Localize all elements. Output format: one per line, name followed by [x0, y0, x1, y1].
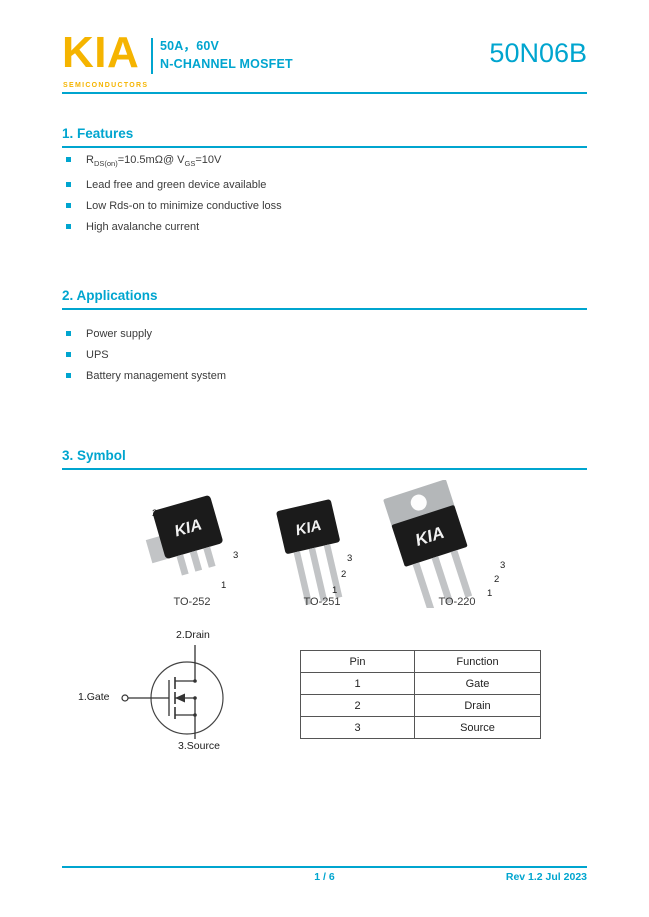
pin-number-label: 3 — [233, 550, 239, 561]
pin-number-label: 3 — [500, 560, 506, 571]
package-body — [391, 505, 468, 567]
lead — [293, 551, 313, 606]
source-line — [175, 714, 196, 739]
device-rating: 50A，60V — [160, 39, 220, 53]
feature-item-rdson: RDS(on)=10.5mΩ@ VGS=10V — [66, 154, 282, 170]
pin-function-table: Pin Function 1 Gate 2 Drain 3 Source — [300, 650, 541, 739]
pin-number-label: 2 — [494, 574, 500, 585]
package-photo-to252: KIA — [145, 495, 223, 576]
kia-logo: KIA — [62, 28, 140, 77]
pin-number-label: 1 — [221, 580, 227, 591]
feature-item: Low Rds-on to minimize conductive loss — [66, 200, 282, 212]
pin-column-header: Pin — [300, 650, 415, 673]
mounting-hole — [410, 494, 427, 511]
features-rule — [62, 146, 587, 148]
feature-text-segment: R — [86, 154, 94, 166]
table-row: 3 Source — [300, 716, 541, 739]
package-body — [276, 499, 340, 554]
pin-number-label: 1 — [332, 585, 338, 596]
package-photo-to220: KIA — [383, 480, 473, 608]
header-device-info: 50A，60V N-CHANNEL MOSFET — [160, 37, 293, 73]
junction-dot — [193, 679, 197, 683]
source-terminal-label: 3.Source — [178, 740, 221, 752]
lead — [308, 547, 328, 602]
symbol-rule — [62, 468, 587, 470]
part-number: 50N06B — [489, 38, 587, 68]
pin-number-label: 2 — [152, 508, 158, 519]
pin-number-label: 1 — [487, 588, 493, 599]
package-photo-to251: KIA — [276, 499, 343, 606]
lead — [203, 546, 216, 568]
package-brand: KIA — [173, 517, 204, 541]
vgs-subscript: GS — [184, 159, 196, 169]
pin-cell: 2 — [300, 694, 415, 717]
applications-rule — [62, 308, 587, 310]
table-row: 2 Drain — [300, 694, 541, 717]
page-indicator: 1 / 6 — [314, 871, 335, 883]
function-column-header: Function — [414, 650, 541, 673]
header-divider — [151, 38, 153, 74]
drain-terminal-label: 2.Drain — [176, 629, 210, 641]
features-list: RDS(on)=10.5mΩ@ VGS=10V Lead free and gr… — [66, 154, 282, 242]
junction-dot — [193, 696, 197, 700]
lead — [176, 554, 189, 576]
pin-cell: 3 — [300, 716, 415, 739]
application-item: Battery management system — [66, 370, 226, 382]
table-header-row: Pin Function — [300, 650, 541, 673]
gate-terminal-node — [121, 694, 129, 702]
rdson-subscript: DS(on) — [93, 159, 118, 169]
header-rule — [62, 92, 587, 94]
gate-terminal-label: 1.Gate — [78, 691, 110, 703]
function-cell: Gate — [414, 672, 541, 695]
lead — [323, 544, 343, 599]
footer-rule — [62, 866, 587, 868]
revision-label: Rev 1.2 Jul 2023 — [505, 871, 587, 883]
application-item: UPS — [66, 349, 226, 361]
package-name-to252: TO-252 — [173, 596, 211, 608]
feature-text-segment: =10V — [195, 154, 222, 166]
pin-number-label: 2 — [341, 569, 347, 580]
body-arrow — [175, 693, 185, 703]
lead — [189, 550, 203, 572]
package-name-to220: TO-220 — [438, 596, 476, 608]
function-cell: Source — [414, 716, 541, 739]
feature-text-segment: =10.5mΩ@ V — [117, 154, 185, 166]
mosfet-symbol-diagram — [121, 645, 224, 739]
lead — [412, 562, 435, 608]
gate-lines — [128, 680, 170, 716]
package-name-to251: TO-251 — [303, 596, 341, 608]
pin-number-label: 3 — [347, 553, 353, 564]
lead — [450, 549, 473, 598]
device-type: N-CHANNEL MOSFET — [160, 57, 293, 71]
table-row: 1 Gate — [300, 672, 541, 695]
package-brand: KIA — [294, 517, 323, 539]
junction-dot — [193, 713, 197, 717]
features-heading: 1. Features — [62, 126, 134, 141]
function-cell: Drain — [414, 694, 541, 717]
symbol-heading: 3. Symbol — [62, 448, 126, 463]
application-item: Power supply — [66, 328, 226, 340]
kia-logo-subtext: SEMICONDUCTORS — [63, 82, 149, 89]
pin-cell: 1 — [300, 672, 415, 695]
package-body — [153, 495, 223, 559]
feature-item: Lead free and green device available — [66, 179, 282, 191]
applications-heading: 2. Applications — [62, 288, 158, 303]
feature-item: High avalanche current — [66, 221, 282, 233]
applications-list: Power supply UPS Battery management syst… — [66, 328, 226, 391]
lead — [431, 556, 454, 604]
